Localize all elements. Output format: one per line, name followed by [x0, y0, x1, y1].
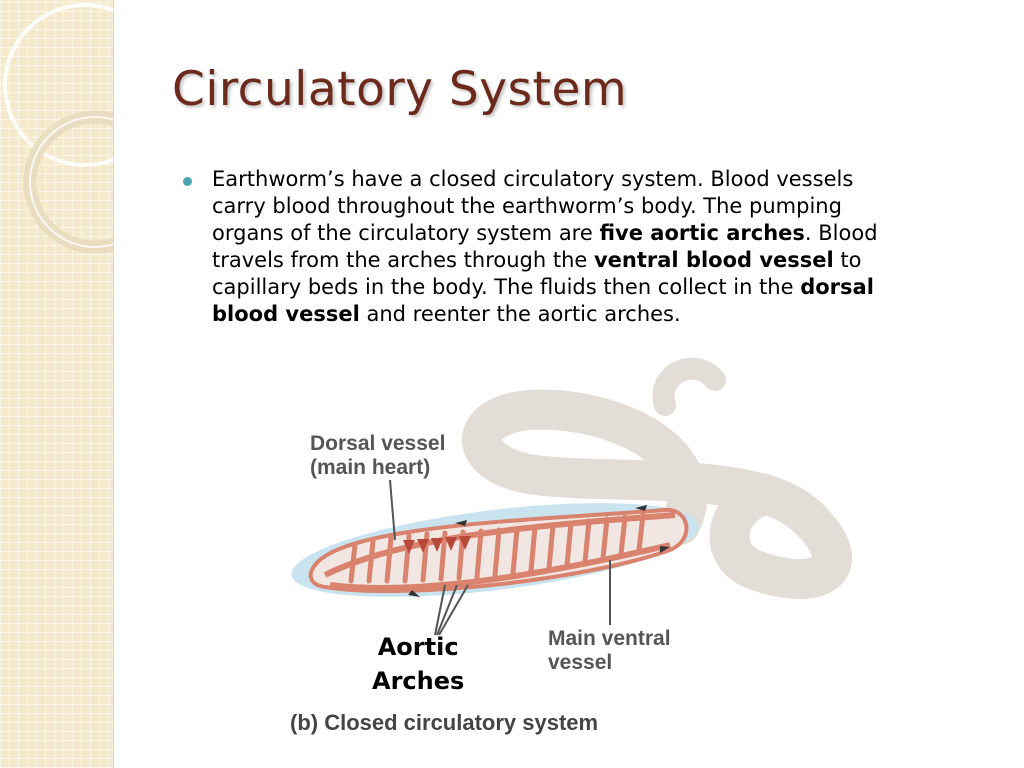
dorsal-vessel-label: Dorsal vessel (main heart) [310, 432, 445, 480]
earthworm-illustration [291, 357, 852, 636]
aortic-arch-markers [403, 536, 471, 554]
bullet-bold-text: five aortic arches [599, 221, 805, 245]
decorative-side-panel [0, 0, 114, 768]
decorative-rings [3, 3, 113, 254]
aortic-arches-label: Aortic Arches [372, 630, 464, 698]
ventral-vessel [329, 542, 671, 591]
bullet-marker [183, 177, 192, 186]
ventral-vessel-label-line1: Main ventral [548, 627, 671, 650]
bullet-line: Earthworm’s have a closed circulatory sy… [212, 166, 962, 193]
bullet-bold-text: ventral blood vessel [593, 248, 834, 272]
bullet-text: and reenter the aortic arches. [359, 302, 681, 326]
dorsal-vessel-label-line2: (main heart) [310, 456, 431, 479]
label-pointer-lines [389, 479, 611, 636]
dorsal-vessel [323, 512, 676, 578]
earthworm-diagram [285, 335, 905, 750]
dorsal-vessel-label-line1: Dorsal vessel [310, 432, 446, 455]
bullet-line: blood vessel and reenter the aortic arch… [212, 301, 962, 328]
worm-tail-loop [462, 389, 852, 599]
bullet-text: carry blood throughout the earthworm’s b… [212, 194, 842, 218]
slide-title: Circulatory System [172, 62, 628, 117]
bullet-bold-text: blood vessel [212, 302, 360, 326]
bullet-line: carry blood throughout the earthworm’s b… [212, 193, 962, 220]
figure-caption: (b) Closed circulatory system [290, 710, 599, 735]
bullet-line: organs of the circulatory system are fiv… [212, 220, 962, 247]
bullet-text: travels from the arches through the [212, 248, 594, 272]
bullet-text: . Blood [804, 221, 878, 245]
flow-arrows [408, 505, 670, 597]
aortic-arches-label-line2: Arches [372, 667, 465, 695]
bullet-text: to [833, 248, 862, 272]
ventral-vessel-label: Main ventral vessel [548, 627, 671, 675]
bullet-text: Earthworm’s have a closed circulatory sy… [212, 167, 854, 191]
bullet-paragraph: Earthworm’s have a closed circulatory sy… [212, 166, 962, 328]
aortic-arches-label-line1: Aortic [377, 633, 459, 661]
bullet-bold-text: dorsal [800, 275, 874, 299]
ventral-vessel-label-line2: vessel [548, 651, 613, 674]
bullet-line: capillary beds in the body. The fluids t… [212, 274, 962, 301]
bullet-text: organs of the circulatory system are [212, 221, 600, 245]
bullet-line: travels from the arches through the vent… [212, 247, 962, 274]
worm-tail-upper [652, 357, 726, 416]
bullet-text: capillary beds in the body. The fluids t… [212, 275, 801, 299]
